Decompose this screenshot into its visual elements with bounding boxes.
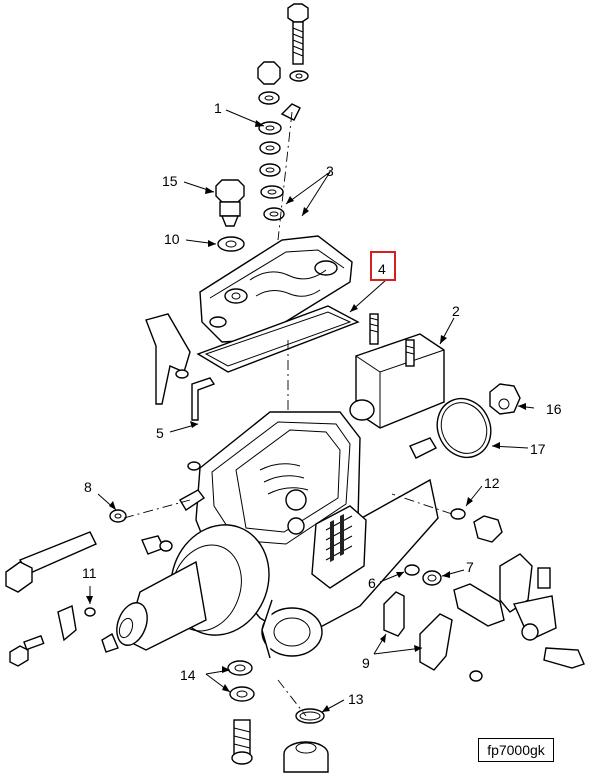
screw-11 [57,605,96,642]
callout-15: 15 [162,173,178,189]
left-bracket [145,313,191,405]
callout-5: 5 [156,425,164,441]
return-line-8 [5,499,191,593]
bolt-lower-left [9,634,45,667]
callout-6: 6 [368,575,376,591]
bottom-fitting [231,719,253,765]
callout-2: 2 [452,303,460,319]
leader-lines [86,109,535,713]
fitting-15 [215,179,245,227]
plug-bottom [283,741,329,773]
callout-3: 3 [326,163,334,179]
washer-stack [257,61,309,241]
washers-6-7 [404,564,442,586]
callout-10: 10 [164,231,180,247]
callout-17: 17 [530,441,546,457]
callout-14: 14 [180,667,196,683]
callout-9: 9 [362,655,370,671]
callout-11: 11 [82,565,97,581]
lever-plate [311,505,367,589]
reference-code-label: fp7000gk [478,738,554,762]
washer-10 [217,236,245,252]
top-bolt [287,3,309,65]
nut-12 [391,493,503,543]
callout-1: 1 [214,100,222,116]
fitting-left [141,535,173,555]
clip-5 [191,377,216,421]
cover-plate-9 [383,591,483,682]
callout-4-highlight-box [370,251,396,281]
nut-16 [489,383,521,415]
callout-8: 8 [84,479,92,495]
washers-14 [227,660,255,702]
throttle-lever-assembly [453,553,585,669]
callout-4: 4 [378,261,386,277]
callout-13: 13 [348,691,364,707]
governor-cover [199,235,353,343]
cover-gasket-4 [196,305,360,416]
distributor-head [261,599,323,659]
o-ring-17 [436,397,492,459]
drive-end-housing [101,524,270,653]
stop-solenoid-2 [349,313,445,429]
callout-labels: 1 2 3 4 5 6 7 8 9 10 11 12 13 14 15 16 1… [82,100,562,707]
callout-12: 12 [484,475,500,491]
callout-7: 7 [466,559,474,575]
callout-16: 16 [546,401,562,417]
o-ring-13 [295,708,325,724]
